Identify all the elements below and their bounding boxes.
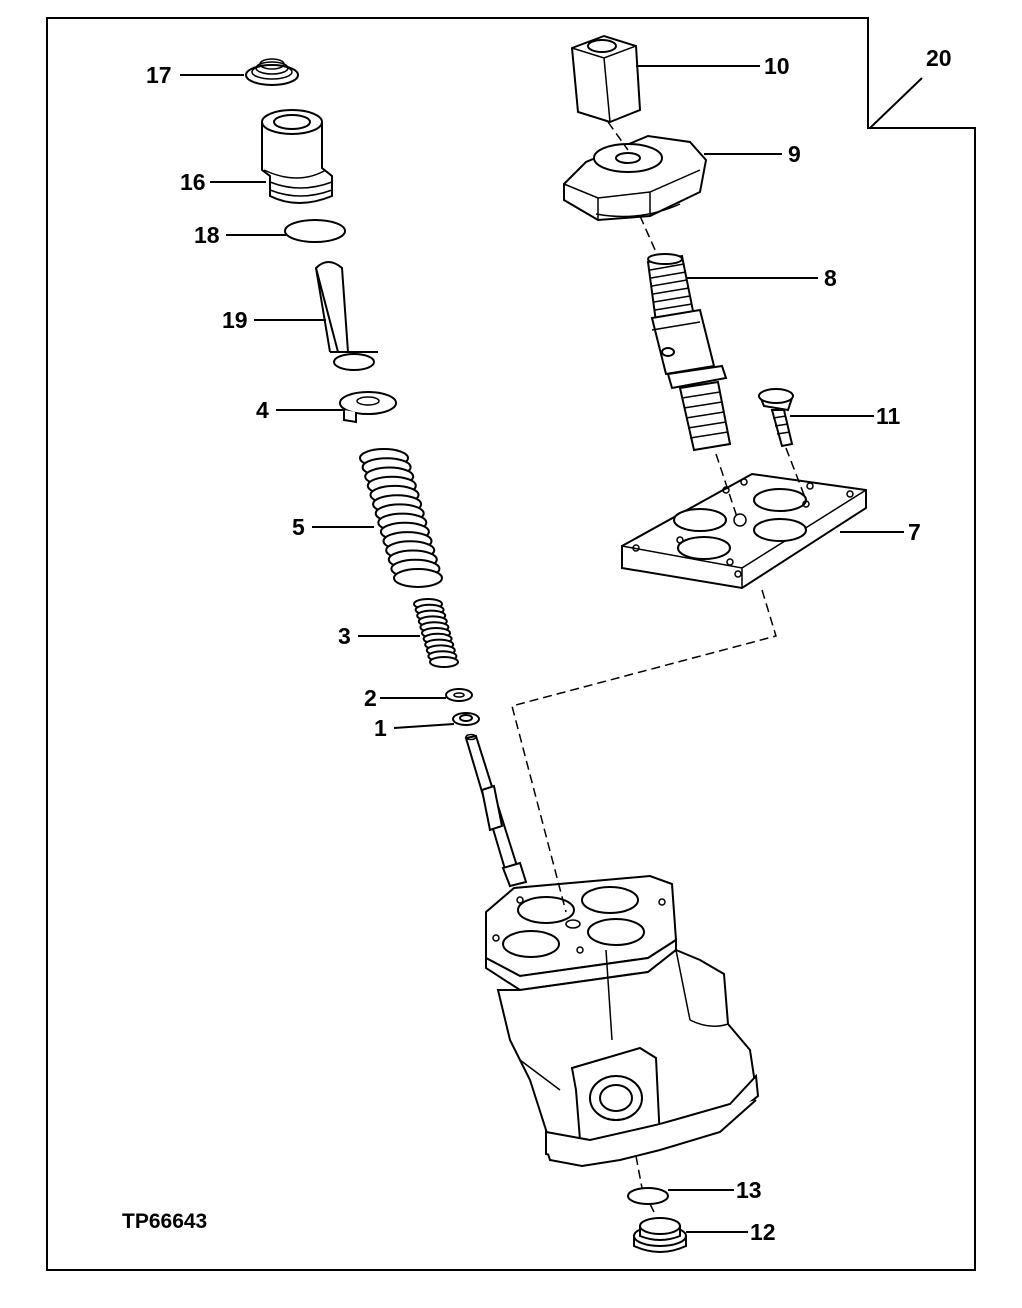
callout-8: 8	[824, 265, 837, 291]
callout-3: 3	[338, 623, 351, 649]
part-1-washer	[452, 712, 480, 726]
callout-4: 4	[256, 397, 269, 423]
part-19-pin	[314, 261, 378, 371]
part-5-spring	[359, 448, 443, 588]
part-13-o-ring	[627, 1187, 669, 1205]
part-3-spring	[413, 598, 459, 668]
callout-16: 16	[180, 169, 206, 195]
leader-lines	[180, 65, 923, 1233]
part-2-washer	[445, 688, 473, 702]
callout-5: 5	[292, 514, 305, 540]
spring-coil	[429, 656, 459, 668]
part-7-gasket-plate	[621, 472, 867, 590]
callout-10: 10	[764, 53, 790, 79]
callout-1: 1	[374, 715, 387, 741]
callout-11: 11	[876, 403, 901, 429]
callout-2: 2	[364, 685, 377, 711]
valve-body	[485, 874, 760, 1168]
callout-9: 9	[788, 141, 801, 167]
callout-12: 12	[750, 1219, 776, 1245]
part-11-bolt	[758, 388, 794, 448]
part-8-cartridge	[646, 253, 732, 452]
callout-19: 19	[222, 307, 248, 333]
callout-18: 18	[194, 222, 220, 248]
spring-coil	[393, 568, 443, 588]
part-4-washer	[339, 391, 397, 424]
callout-17: 17	[146, 62, 172, 88]
callout-7: 7	[908, 519, 921, 545]
callout-20: 20	[926, 45, 952, 71]
part-16-plug	[261, 109, 333, 204]
part-9-cover	[563, 134, 708, 222]
diagram-frame	[46, 17, 976, 1271]
valve-spool	[464, 733, 528, 888]
callout-13: 13	[736, 1177, 762, 1203]
part-17-seal	[245, 58, 299, 86]
assembly-lines	[511, 121, 807, 1217]
part-18-o-ring	[284, 219, 346, 243]
part-10-hex-fitting	[570, 34, 642, 124]
figure-code: TP66643	[122, 1210, 207, 1233]
part-12-plug	[633, 1217, 687, 1253]
